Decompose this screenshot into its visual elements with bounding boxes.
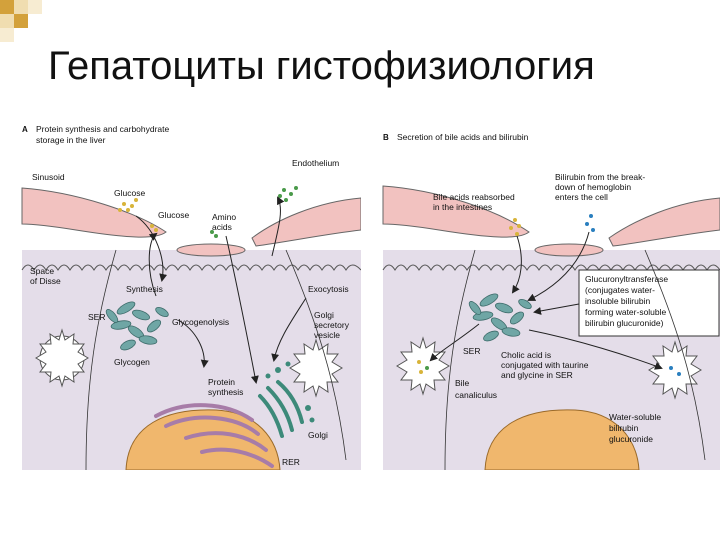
label-glucose-1: Glucose (114, 188, 145, 198)
panel-b-letter: B (383, 133, 389, 142)
label-rer: RER (282, 457, 300, 467)
label-bilirubin-3: enters the cell (555, 192, 608, 202)
bilirubin-dots (585, 214, 595, 232)
label-protein-1: Protein (208, 377, 235, 387)
endothelial-fragment (177, 244, 245, 256)
label-bile-reabsorbed-1: Bile acids reabsorbed (433, 192, 515, 202)
label-water-soluble-1: Water-soluble (609, 412, 661, 422)
pale-square (0, 28, 14, 42)
label-space-2: of Disse (30, 276, 61, 286)
accent-square (14, 14, 28, 28)
label-cholic-1: Cholic acid is (501, 350, 551, 360)
label-glucuronyltransferase-5: bilirubin glucuronide) (585, 318, 664, 328)
label-exocytosis: Exocytosis (308, 284, 349, 294)
panel-a-diagram: A Protein synthesis and carbohydrate sto… (16, 120, 361, 470)
label-space-1: Space (30, 266, 54, 276)
panel-a-heading-line1: Protein synthesis and carbohydrate (36, 124, 170, 134)
label-golgi-secretory-2: secretory (314, 320, 350, 330)
label-golgi: Golgi (308, 430, 328, 440)
label-synthesis: Synthesis (126, 284, 163, 294)
label-golgi-secretory-1: Golgi (314, 310, 334, 320)
sinusoid-endothelium-right (609, 198, 720, 246)
label-bilirubin-2: down of hemoglobin (555, 182, 631, 192)
panel-a-letter: A (22, 125, 28, 134)
label-cholic-2: conjugated with taurine (501, 360, 589, 370)
label-glucuronyltransferase-4: forming water-soluble (585, 307, 667, 317)
label-ser: SER (463, 346, 480, 356)
pale-square (0, 14, 14, 28)
label-ser: SER (88, 312, 105, 322)
panel-b-heading: Secretion of bile acids and bilirubin (397, 132, 529, 142)
label-bile-canaliculus-2: canaliculus (455, 390, 497, 400)
corner-decoration (0, 0, 60, 45)
pale-square (14, 0, 28, 14)
label-bile-canaliculus-1: Bile (455, 378, 469, 388)
label-bile-reabsorbed-2: in the intestines (433, 202, 492, 212)
label-water-soluble-2: bilirubin (609, 423, 639, 433)
panel-a-svg: A Protein synthesis and carbohydrate sto… (16, 120, 361, 470)
endothelial-fragment (535, 244, 603, 256)
label-glycogen: Glycogen (114, 357, 150, 367)
label-protein-2: synthesis (208, 387, 243, 397)
label-glucuronyltransferase-1: Glucuronyltransferase (585, 274, 668, 284)
label-amino-1: Amino (212, 212, 236, 222)
label-glucose-2: Glucose (158, 210, 189, 220)
label-glycogenolysis: Glycogenolysis (172, 317, 229, 327)
label-cholic-3: and glycine in SER (501, 370, 573, 380)
label-amino-2: acids (212, 222, 232, 232)
panel-b-svg: B Secretion of bile acids and bilirubin … (379, 120, 720, 470)
label-water-soluble-3: glucuronide (609, 434, 653, 444)
label-bilirubin-1: Bilirubin from the break- (555, 172, 645, 182)
accent-square (0, 0, 14, 14)
label-golgi-secretory-3: vesicle (314, 330, 340, 340)
label-glucuronyltransferase-2: (conjugates water- (585, 285, 655, 295)
label-sinusoid: Sinusoid (32, 172, 65, 182)
panel-a-heading-line2: storage in the liver (36, 135, 106, 145)
panel-b-diagram: B Secretion of bile acids and bilirubin … (379, 120, 720, 470)
label-endothelium: Endothelium (292, 158, 339, 168)
label-glucuronyltransferase-3: insoluble bilirubin (585, 296, 650, 306)
pale-square (28, 0, 42, 14)
sinusoid-endothelium-right (252, 198, 361, 246)
slide-title: Гепатоциты гистофизиология (48, 44, 595, 89)
